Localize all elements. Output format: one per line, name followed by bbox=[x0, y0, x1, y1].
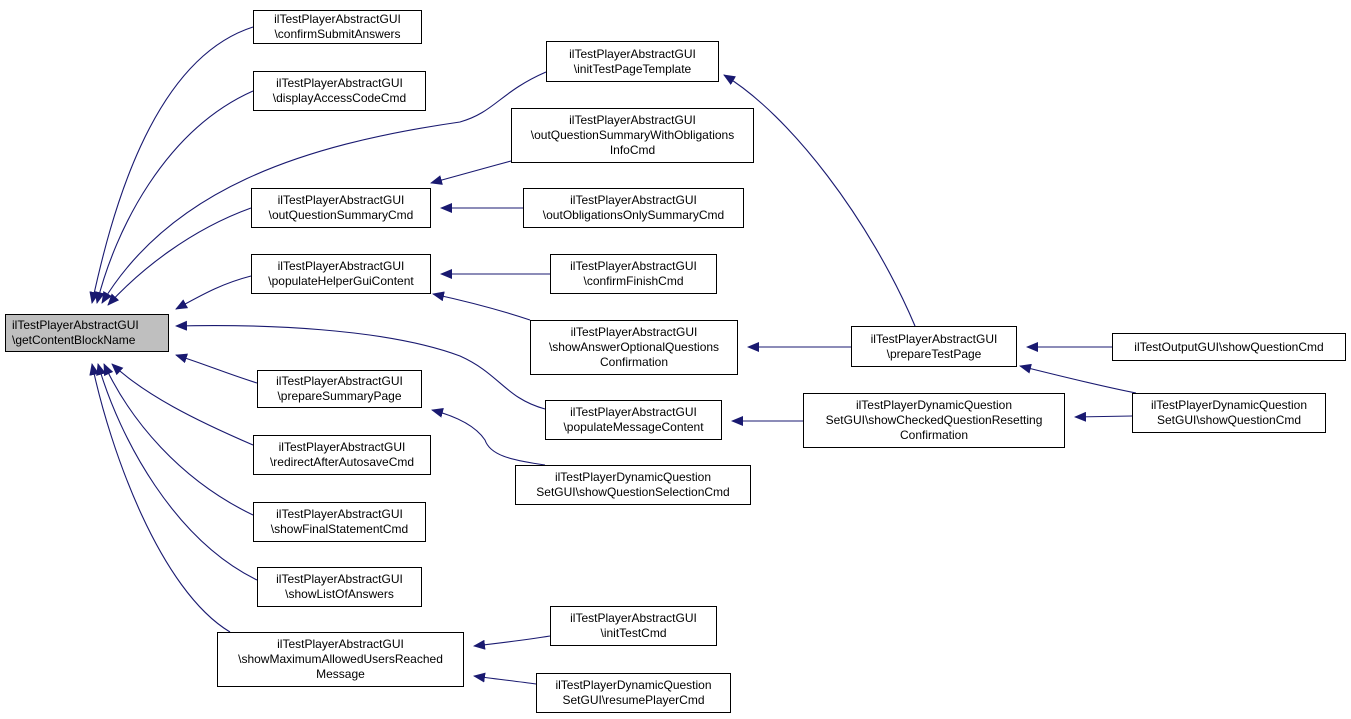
node-outObligationsOnlySummaryCmd[interactable]: ilTestPlayerAbstractGUI\outObligationsOn… bbox=[523, 188, 744, 228]
node-displayAccessCodeCmd[interactable]: ilTestPlayerAbstractGUI\displayAccessCod… bbox=[253, 71, 426, 111]
node-label-line: SetGUI\showQuestionCmd bbox=[1156, 413, 1302, 427]
node-label-line: ilTestPlayerAbstractGUI bbox=[274, 12, 401, 26]
edge-initTestPageTemplate-to-focus bbox=[101, 71, 547, 304]
node-label-line: Message bbox=[316, 667, 365, 681]
node-label-line: ilTestOutputGUI\showQuestionCmd bbox=[1134, 339, 1324, 354]
edge-populateMessageContent-to-focus bbox=[175, 320, 546, 410]
node-label-line: \populateMessageContent bbox=[563, 420, 704, 434]
node-label-line: \populateHelperGuiContent bbox=[268, 274, 414, 288]
node-label-line: \initTestCmd bbox=[600, 626, 667, 640]
node-initTestPageTemplate[interactable]: ilTestPlayerAbstractGUI\initTestPageTemp… bbox=[546, 41, 719, 82]
node-label-line: \getContentBlockName bbox=[12, 333, 136, 347]
node-label-line: SetGUI\showCheckedQuestionResetting bbox=[825, 413, 1043, 427]
node-label-line: \displayAccessCodeCmd bbox=[272, 91, 407, 105]
edge-prepareSummaryPage-to-focus bbox=[175, 353, 258, 384]
edge-showMaximumAllowedUsersReachedMessage-to-focus bbox=[89, 363, 231, 633]
edge-dynamicShowQuestionCmd-to-prepareTestPage bbox=[1019, 363, 1137, 394]
node-initTestCmd[interactable]: ilTestPlayerAbstractGUI\initTestCmd bbox=[550, 606, 717, 646]
node-label-line: \outObligationsOnlySummaryCmd bbox=[542, 208, 725, 222]
node-prepareSummaryPage[interactable]: ilTestPlayerAbstractGUI\prepareSummaryPa… bbox=[257, 370, 422, 408]
node-label-line: InfoCmd bbox=[609, 143, 656, 157]
node-label-line: ilTestPlayerAbstractGUI bbox=[276, 76, 403, 90]
edge-prepareTestPage-to-initTestPageTemplate bbox=[723, 74, 916, 327]
node-label-line: Confirmation bbox=[599, 355, 669, 369]
node-showMaximumAllowedUsersReachedMessage[interactable]: ilTestPlayerAbstractGUI\showMaximumAllow… bbox=[217, 632, 464, 687]
node-label-line: \showMaximumAllowedUsersReached bbox=[238, 652, 443, 666]
node-label-line: ilTestPlayerAbstractGUI bbox=[569, 113, 696, 127]
node-label-line: \showListOfAnswers bbox=[285, 587, 394, 601]
node-label-line: ilTestPlayerAbstractGUI bbox=[278, 440, 406, 454]
edge-initTestCmd-to-showMaximumAllowedUsersReachedMessage bbox=[473, 635, 551, 650]
node-label-line: ilTestPlayerAbstractGUI bbox=[277, 193, 405, 207]
node-label-line: ilTestPlayerAbstractGUI bbox=[12, 318, 139, 332]
node-label-line: ilTestPlayerAbstractGUI bbox=[569, 46, 696, 61]
node-getContentBlockName[interactable]: ilTestPlayerAbstractGUI\getContentBlockN… bbox=[5, 314, 169, 352]
node-label-line: ilTestPlayerDynamicQuestion bbox=[1150, 398, 1308, 412]
node-label-line: ilTestPlayerAbstractGUI bbox=[570, 193, 697, 207]
edge-outQuestionSummaryWithObligationsInfoCmd-to-outQuestionSummaryCmd bbox=[430, 160, 512, 185]
edge-populateHelperGuiContent-to-focus bbox=[175, 275, 252, 310]
edge-showQuestionSelectionCmd-to-prepareSummaryPage bbox=[431, 407, 546, 466]
node-label-line: SetGUI\showQuestionSelectionCmd bbox=[536, 485, 730, 499]
node-label-line: \prepareTestPage bbox=[886, 346, 982, 361]
edge-outQuestionSummaryCmd-to-focus bbox=[107, 207, 252, 306]
node-label-line: \confirmFinishCmd bbox=[583, 274, 684, 288]
edge-resumePlayerCmd-to-showMaximumAllowedUsersReachedMessage bbox=[473, 672, 537, 685]
node-label-line: \outQuestionSummaryCmd bbox=[268, 208, 414, 222]
node-label-line: \initTestPageTemplate bbox=[573, 61, 692, 76]
edge-showAnswerOptionalQuestionsConfirmation-to-populateHelperGuiContent bbox=[432, 291, 531, 321]
node-showListOfAnswers[interactable]: ilTestPlayerAbstractGUI\showListOfAnswer… bbox=[257, 567, 422, 607]
edge-dynamicShowQuestionCmd-to-showCheckedQuestionResettingConfirmation bbox=[1074, 411, 1133, 422]
node-label-line: \outQuestionSummaryWithObligations bbox=[530, 128, 735, 142]
node-label-line: \showFinalStatementCmd bbox=[270, 522, 409, 536]
edge-showListOfAnswers-to-focus bbox=[96, 363, 258, 581]
node-confirmSubmitAnswers[interactable]: ilTestPlayerAbstractGUI\confirmSubmitAns… bbox=[253, 10, 422, 44]
node-label-line: ilTestPlayerAbstractGUI bbox=[870, 331, 998, 346]
node-showAnswerOptionalQuestionsConfirmation[interactable]: ilTestPlayerAbstractGUI\showAnswerOption… bbox=[530, 320, 738, 375]
node-outQuestionSummaryCmd[interactable]: ilTestPlayerAbstractGUI\outQuestionSumma… bbox=[251, 188, 431, 228]
node-label-line: ilTestPlayerAbstractGUI bbox=[570, 611, 697, 625]
node-label-line: ilTestPlayerAbstractGUI bbox=[277, 637, 404, 651]
node-label-line: \prepareSummaryPage bbox=[277, 389, 402, 403]
node-outQuestionSummaryWithObligationsInfoCmd[interactable]: ilTestPlayerAbstractGUI\outQuestionSumma… bbox=[511, 108, 754, 163]
node-confirmFinishCmd[interactable]: ilTestPlayerAbstractGUI\confirmFinishCmd bbox=[550, 254, 717, 294]
node-label-line: ilTestPlayerDynamicQuestion bbox=[855, 398, 1013, 412]
node-populateMessageContent[interactable]: ilTestPlayerAbstractGUI\populateMessageC… bbox=[545, 400, 722, 440]
node-label-line: ilTestPlayerDynamicQuestion bbox=[554, 470, 712, 484]
node-label-line: SetGUI\resumePlayerCmd bbox=[562, 693, 705, 707]
edge-displayAccessCodeCmd-to-focus bbox=[94, 90, 254, 304]
node-outputShowQuestionCmd[interactable]: ilTestOutputGUI\showQuestionCmd bbox=[1112, 333, 1346, 361]
node-label-line: \redirectAfterAutosaveCmd bbox=[269, 455, 415, 469]
node-populateHelperGuiContent[interactable]: ilTestPlayerAbstractGUI\populateHelperGu… bbox=[251, 254, 431, 294]
node-label-line: ilTestPlayerAbstractGUI bbox=[276, 507, 403, 521]
node-label-line: ilTestPlayerDynamicQuestion bbox=[555, 678, 712, 692]
node-label-line: Confirmation bbox=[899, 428, 969, 442]
node-showFinalStatementCmd[interactable]: ilTestPlayerAbstractGUI\showFinalStateme… bbox=[253, 502, 426, 542]
node-label-line: ilTestPlayerAbstractGUI bbox=[570, 259, 697, 273]
node-prepareTestPage[interactable]: ilTestPlayerAbstractGUI\prepareTestPage bbox=[851, 326, 1017, 367]
node-label-line: ilTestPlayerAbstractGUI bbox=[276, 374, 403, 388]
edge-redirectAfterAutosaveCmd-to-focus bbox=[111, 363, 254, 446]
node-label-line: \confirmSubmitAnswers bbox=[274, 27, 401, 41]
node-label-line: ilTestPlayerAbstractGUI bbox=[570, 405, 697, 419]
node-label-line: ilTestPlayerAbstractGUI bbox=[276, 572, 403, 586]
edge-confirmSubmitAnswers-to-focus bbox=[89, 26, 254, 304]
node-label-line: ilTestPlayerAbstractGUI bbox=[570, 325, 698, 339]
node-label-line: \showAnswerOptionalQuestions bbox=[548, 340, 720, 354]
node-label-line: ilTestPlayerAbstractGUI bbox=[277, 259, 405, 273]
node-redirectAfterAutosaveCmd[interactable]: ilTestPlayerAbstractGUI\redirectAfterAut… bbox=[253, 435, 431, 475]
edge-showFinalStatementCmd-to-focus bbox=[103, 363, 254, 516]
